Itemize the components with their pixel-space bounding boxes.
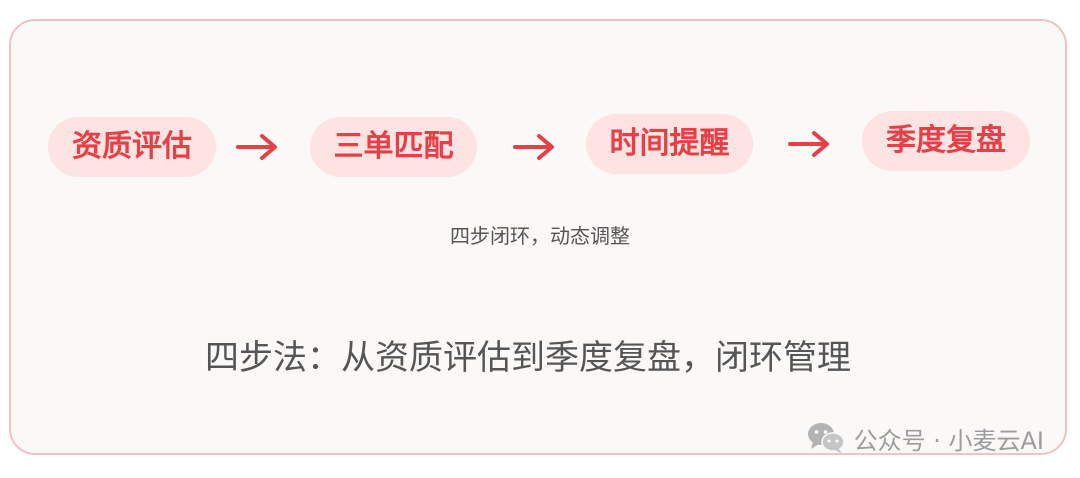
step-quarterly-review: 季度复盘 (862, 111, 1030, 171)
wechat-icon (807, 423, 845, 454)
watermark: 公众号 · 小麦云AI (806, 420, 1044, 456)
flow-caption: 四步闭环，动态调整 (450, 224, 630, 248)
arrow-right-icon (236, 132, 280, 162)
arrow-right-icon (513, 132, 557, 162)
step-three-document-match: 三单匹配 (310, 117, 477, 177)
step-qualification-assessment: 资质评估 (48, 117, 216, 177)
step-time-reminder: 时间提醒 (586, 114, 753, 174)
arrow-right-icon (788, 129, 832, 159)
headline: 四步法：从资质评估到季度复盘，闭环管理 (205, 338, 851, 378)
diagram-card (9, 19, 1067, 455)
watermark-text: 公众号 · 小麦云AI (853, 426, 1044, 455)
